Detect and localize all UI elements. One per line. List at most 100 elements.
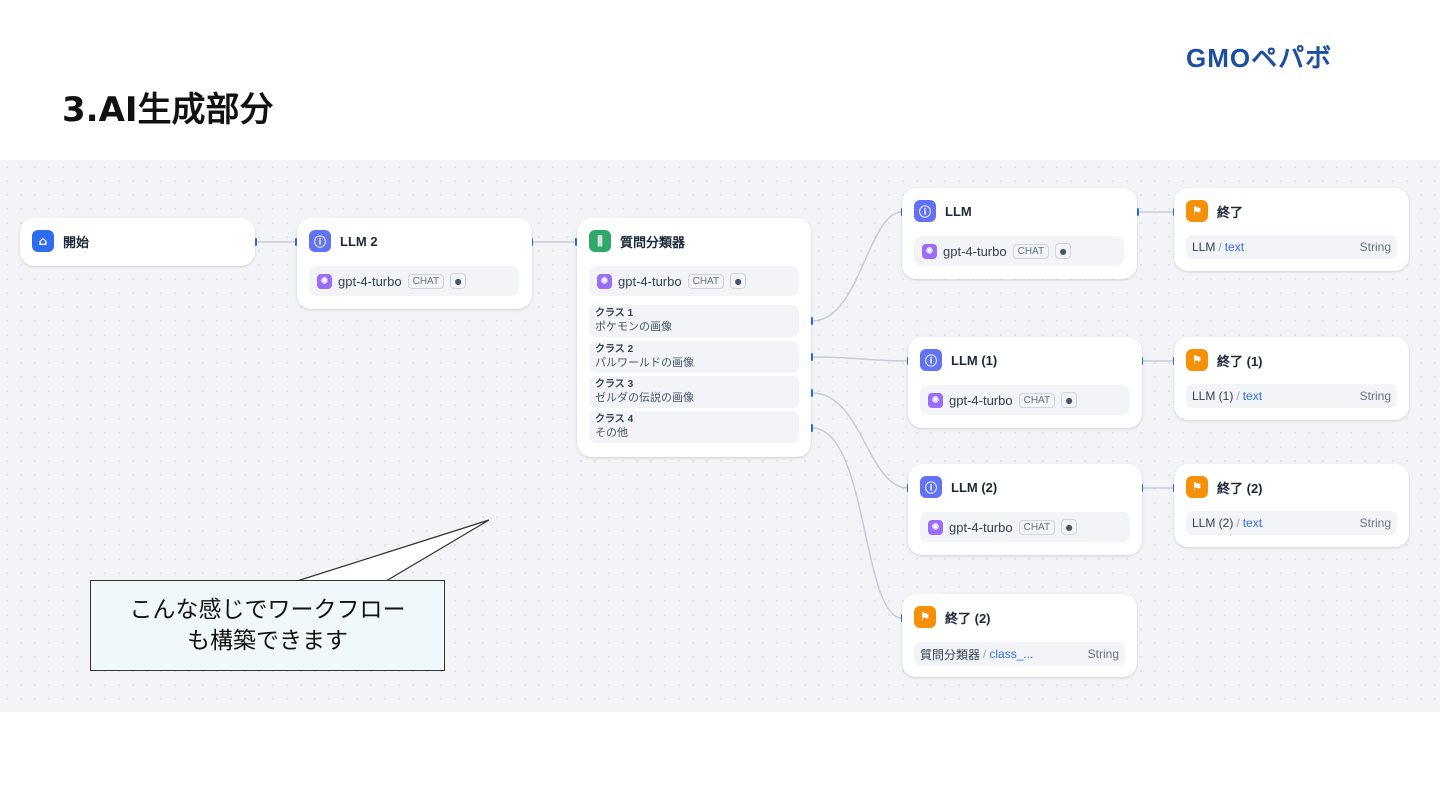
model-name: gpt-4-turbo	[618, 273, 682, 289]
model-name: gpt-4-turbo	[949, 392, 1013, 408]
output-variable[interactable]: LLM (1) / text String	[1186, 384, 1397, 408]
node-llm[interactable]: ⓘ LLM ✺ gpt-4-turbo CHAT ●	[902, 188, 1137, 279]
class-text: その他	[595, 427, 628, 439]
variable-source: 質問分類器	[920, 647, 981, 662]
separator: /	[1236, 389, 1240, 403]
callout-line-2: も構築できます	[187, 628, 348, 654]
separator: /	[1218, 240, 1222, 254]
class-item[interactable]: クラス 3 ゼルダの伝説の画像	[589, 376, 799, 408]
separator: /	[983, 647, 987, 661]
model-selector[interactable]: ✺ gpt-4-turbo CHAT ●	[309, 266, 519, 296]
node-title: 質問分類器	[620, 234, 686, 250]
handle[interactable]	[1141, 484, 1143, 492]
openai-icon: ✺	[928, 392, 943, 408]
eye-icon[interactable]: ●	[1061, 392, 1078, 408]
model-selector[interactable]: ✺ gpt-4-turbo CHAT ●	[920, 512, 1130, 542]
variable-name: text	[1242, 389, 1263, 403]
handle[interactable]	[295, 238, 297, 246]
class-item[interactable]: クラス 1 ポケモンの画像	[589, 305, 799, 337]
class-text: ポケモンの画像	[595, 321, 672, 333]
chat-badge: CHAT	[687, 273, 725, 289]
node-llm-2b[interactable]: ⓘ LLM (2) ✺ gpt-4-turbo CHAT ●	[908, 464, 1142, 555]
class-label: クラス 2	[595, 344, 634, 355]
variable-type: String	[1359, 516, 1391, 530]
variable-type: String	[1359, 240, 1391, 254]
chat-badge: CHAT	[1012, 243, 1050, 259]
node-title: LLM	[945, 203, 972, 219]
node-llm-2[interactable]: ⓘ LLM 2 ✺ gpt-4-turbo CHAT ●	[297, 218, 532, 309]
node-llm-1[interactable]: ⓘ LLM (1) ✺ gpt-4-turbo CHAT ●	[908, 337, 1142, 428]
model-name: gpt-4-turbo	[943, 243, 1007, 259]
speech-callout: こんな感じでワークフロー も構築できます	[90, 580, 445, 671]
node-title: LLM (1)	[951, 352, 998, 368]
node-title: LLM 2	[340, 233, 378, 249]
openai-icon: ✺	[597, 273, 612, 289]
output-variable[interactable]: LLM (2) / text String	[1186, 511, 1397, 535]
variable-name: text	[1242, 516, 1263, 530]
model-selector[interactable]: ✺ gpt-4-turbo CHAT ●	[920, 385, 1130, 415]
handle[interactable]	[811, 317, 813, 325]
output-variable[interactable]: 質問分類器 / class_... String	[914, 642, 1125, 666]
chat-badge: CHAT	[1018, 392, 1056, 408]
variable-name: text	[1224, 240, 1245, 254]
class-text: ゼルダの伝説の画像	[595, 392, 694, 404]
slide-title: 3.AI生成部分	[62, 90, 274, 130]
variable-source: LLM	[1192, 240, 1216, 254]
handle[interactable]	[255, 238, 257, 246]
class-label: クラス 3	[595, 379, 634, 390]
llm-icon: ⓘ	[920, 476, 942, 498]
node-title: 終了 (1)	[1217, 353, 1263, 369]
node-start[interactable]: ⌂ 開始	[20, 218, 255, 266]
eye-icon[interactable]: ●	[730, 273, 747, 289]
eye-icon[interactable]: ●	[450, 273, 467, 289]
variable-source: LLM (1)	[1192, 389, 1234, 403]
handle[interactable]	[1141, 357, 1143, 365]
node-question-classifier[interactable]: ⫼ 質問分類器 ✺ gpt-4-turbo CHAT ● クラス 1 ポケモンの…	[577, 218, 811, 457]
node-end-2[interactable]: ⚑ 終了 (2) LLM (2) / text String	[1174, 464, 1409, 547]
node-end-1[interactable]: ⚑ 終了 (1) LLM (1) / text String	[1174, 337, 1409, 420]
class-label: クラス 4	[595, 414, 634, 425]
handle[interactable]	[811, 389, 813, 397]
eye-icon[interactable]: ●	[1061, 519, 1078, 535]
llm-icon: ⓘ	[920, 349, 942, 371]
node-end[interactable]: ⚑ 終了 LLM / text String	[1174, 188, 1409, 271]
end-icon: ⚑	[914, 606, 936, 628]
openai-icon: ✺	[928, 519, 943, 535]
classifier-icon: ⫼	[589, 230, 611, 252]
class-item[interactable]: クラス 2 パルワールドの画像	[589, 341, 799, 373]
node-title: 終了	[1217, 204, 1244, 220]
llm-icon: ⓘ	[914, 200, 936, 222]
variable-source: LLM (2)	[1192, 516, 1234, 530]
end-icon: ⚑	[1186, 349, 1208, 371]
node-title: 終了 (2)	[1217, 480, 1263, 496]
model-name: gpt-4-turbo	[949, 519, 1013, 535]
chat-badge: CHAT	[1018, 519, 1056, 535]
handle[interactable]	[811, 424, 813, 432]
node-title: LLM (2)	[951, 479, 998, 495]
output-variable[interactable]: LLM / text String	[1186, 235, 1397, 259]
node-title: 開始	[63, 234, 90, 250]
end-icon: ⚑	[1186, 476, 1208, 498]
handle[interactable]	[531, 238, 533, 246]
handle[interactable]	[811, 353, 813, 361]
openai-icon: ✺	[922, 243, 937, 259]
separator: /	[1236, 516, 1240, 530]
chat-badge: CHAT	[407, 273, 445, 289]
model-selector[interactable]: ✺ gpt-4-turbo CHAT ●	[589, 266, 799, 296]
end-icon: ⚑	[1186, 200, 1208, 222]
class-text: パルワールドの画像	[595, 357, 694, 369]
variable-type: String	[1359, 389, 1391, 403]
model-name: gpt-4-turbo	[338, 273, 402, 289]
class-label: クラス 1	[595, 308, 634, 319]
company-logo: GMOペパボ	[1186, 43, 1333, 73]
eye-icon[interactable]: ●	[1055, 243, 1072, 259]
model-selector[interactable]: ✺ gpt-4-turbo CHAT ●	[914, 236, 1124, 266]
handle[interactable]	[1137, 208, 1139, 216]
class-item[interactable]: クラス 4 その他	[589, 411, 799, 443]
callout-line-1: こんな感じでワークフロー	[129, 597, 406, 623]
handle[interactable]	[575, 238, 577, 246]
llm-icon: ⓘ	[309, 230, 331, 252]
node-end-classifier[interactable]: ⚑ 終了 (2) 質問分類器 / class_... String	[902, 594, 1137, 677]
home-icon: ⌂	[32, 230, 54, 252]
node-title: 終了 (2)	[945, 610, 991, 626]
